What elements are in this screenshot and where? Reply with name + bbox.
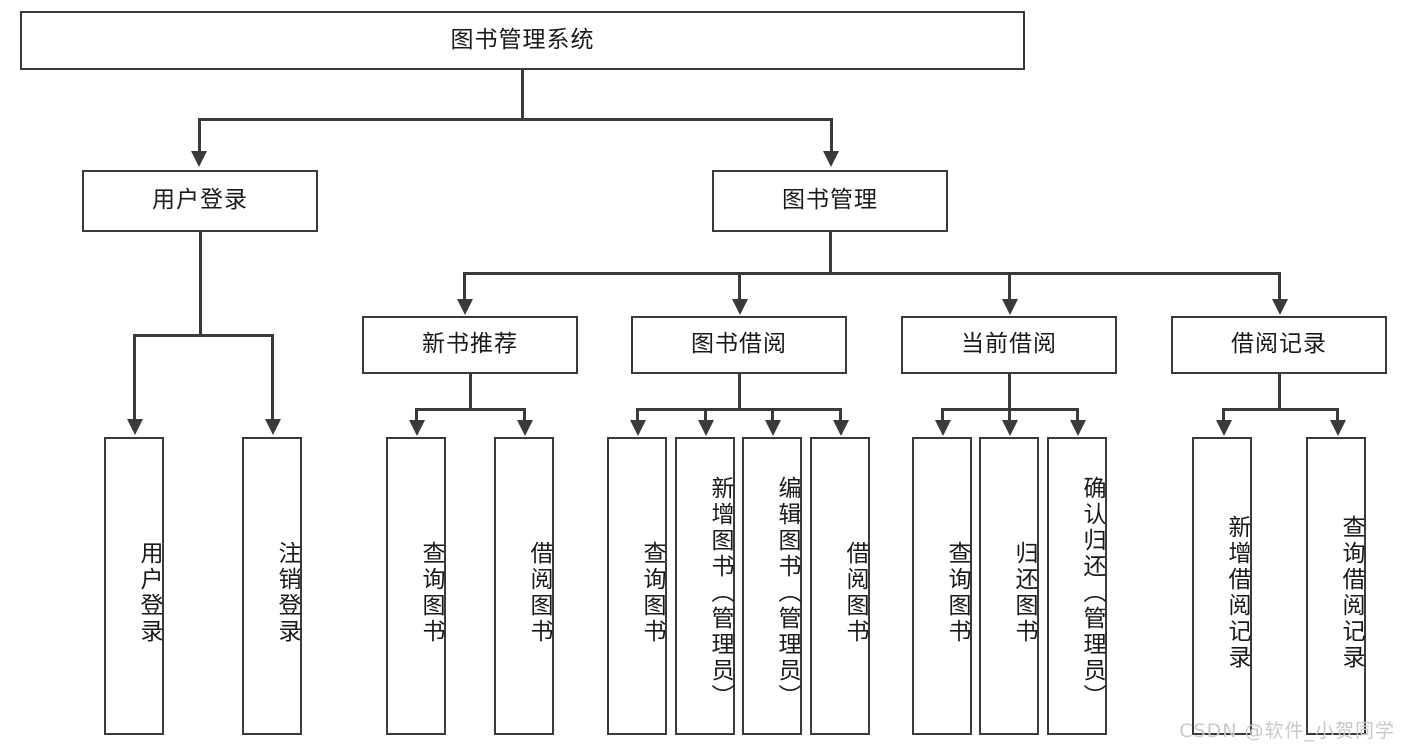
arrowhead-book-manage-to-borrow [732,299,748,315]
edge-new-book-to-leaf-1 [415,408,418,422]
edge-root-to-book-manage [830,118,833,153]
node-current-borrow[interactable]: 当前借阅 [901,316,1117,374]
edge-current-borrow-to-leaf-3 [1076,408,1079,422]
node-label: 借阅图书 [842,541,868,645]
edge-book-borrow-to-leaf-1 [636,408,639,422]
leaf-book-borrow-1[interactable]: 查询图书 [607,437,667,735]
node-label: 新增借阅记录 [1224,515,1250,671]
arrowhead-current-borrow-to-leaf-1 [935,420,951,436]
edge-user-login-bus [133,334,273,337]
node-label: 归还图书 [1011,541,1037,645]
node-label: 图书管理系统 [450,26,595,53]
node-borrow-record[interactable]: 借阅记录 [1171,316,1387,374]
arrowhead-book-borrow-to-leaf-1 [630,420,646,436]
node-new-book-recommend[interactable]: 新书推荐 [362,316,578,374]
leaf-book-borrow-3[interactable]: 编辑图书（管理员） [742,437,802,735]
arrowhead-current-borrow-to-leaf-3 [1070,420,1086,436]
arrowhead-book-borrow-to-leaf-2 [698,420,714,436]
node-label: 借阅图书 [526,541,552,645]
leaf-current-borrow-1[interactable]: 查询图书 [912,437,972,735]
edge-current-borrow-stem [1008,374,1011,410]
edge-book-borrow-to-leaf-2 [704,408,707,422]
arrowhead-user-login-to-leaf-2 [265,419,281,435]
node-book-management[interactable]: 图书管理 [712,170,948,232]
leaf-new-book-1[interactable]: 查询图书 [386,437,446,735]
node-label: 查询图书 [639,541,665,645]
leaf-book-borrow-2[interactable]: 新增图书（管理员） [675,437,735,735]
edge-book-manage-bus [463,272,1280,275]
leaf-book-borrow-4[interactable]: 借阅图书 [810,437,870,735]
edge-new-book-stem [469,374,472,410]
node-label: 图书借阅 [691,331,787,358]
arrowhead-new-book-to-leaf-2 [517,420,533,436]
edge-book-borrow-stem [738,374,741,410]
edge-root-bus [198,118,833,121]
edge-book-manage-to-current [1008,272,1011,301]
arrowhead-root-to-book-manage [823,151,839,167]
edge-new-book-bus [415,408,525,411]
edge-book-borrow-to-leaf-4 [839,408,842,422]
node-label: 查询图书 [418,541,444,645]
edge-book-manage-to-record [1278,272,1281,301]
node-label: 新书推荐 [422,331,518,358]
edge-borrow-record-stem [1278,374,1281,410]
node-label: 注销登录 [274,541,300,645]
node-label: 图书管理 [782,187,878,214]
edge-borrow-record-bus [1222,408,1338,411]
edge-user-login-to-leaf-1 [133,334,136,421]
leaf-new-book-2[interactable]: 借阅图书 [494,437,554,735]
node-label: 编辑图书（管理员） [774,476,800,710]
leaf-borrow-record-1[interactable]: 新增借阅记录 [1192,437,1252,735]
edge-book-manage-to-new-book [463,272,466,301]
node-book-borrow[interactable]: 图书借阅 [631,316,847,374]
edge-root-stem [521,70,524,120]
edge-user-login-stem [199,232,202,336]
leaf-borrow-record-2[interactable]: 查询借阅记录 [1306,437,1366,735]
node-user-login[interactable]: 用户登录 [82,170,318,232]
arrowhead-current-borrow-to-leaf-2 [1002,420,1018,436]
node-root-system[interactable]: 图书管理系统 [20,11,1025,70]
node-label: 确认归还（管理员） [1079,476,1105,710]
node-label: 当前借阅 [961,331,1057,358]
leaf-current-borrow-2[interactable]: 归还图书 [979,437,1039,735]
edge-borrow-record-to-leaf-2 [1336,408,1339,422]
edge-user-login-to-leaf-2 [271,334,274,421]
node-label: 新增图书（管理员） [707,476,733,710]
arrowhead-borrow-record-to-leaf-2 [1330,420,1346,436]
edge-new-book-to-leaf-2 [523,408,526,422]
leaf-user-login-2[interactable]: 注销登录 [242,437,302,735]
edge-current-borrow-to-leaf-1 [941,408,944,422]
arrowhead-book-borrow-to-leaf-3 [765,420,781,436]
edge-root-to-user-login [198,118,201,153]
edge-current-borrow-to-leaf-2 [1008,408,1011,422]
node-label: 借阅记录 [1231,331,1327,358]
edge-book-borrow-bus [636,408,840,411]
edge-borrow-record-to-leaf-1 [1222,408,1225,422]
node-label: 查询图书 [944,541,970,645]
arrowhead-user-login-to-leaf-1 [127,419,143,435]
node-label: 用户登录 [136,541,162,645]
arrowhead-new-book-to-leaf-1 [409,420,425,436]
leaf-current-borrow-3[interactable]: 确认归还（管理员） [1047,437,1107,735]
edge-book-manage-stem [829,232,832,274]
leaf-user-login-1[interactable]: 用户登录 [104,437,164,735]
arrowhead-book-borrow-to-leaf-4 [833,420,849,436]
edge-book-borrow-to-leaf-3 [771,408,774,422]
node-label: 用户登录 [152,187,248,214]
arrowhead-borrow-record-to-leaf-1 [1216,420,1232,436]
edge-book-manage-to-borrow [738,272,741,301]
arrowhead-book-manage-to-current [1002,299,1018,315]
arrowhead-root-to-user-login [191,151,207,167]
node-label: 查询借阅记录 [1338,515,1364,671]
arrowhead-book-manage-to-new-book [457,299,473,315]
arrowhead-book-manage-to-record [1272,299,1288,315]
